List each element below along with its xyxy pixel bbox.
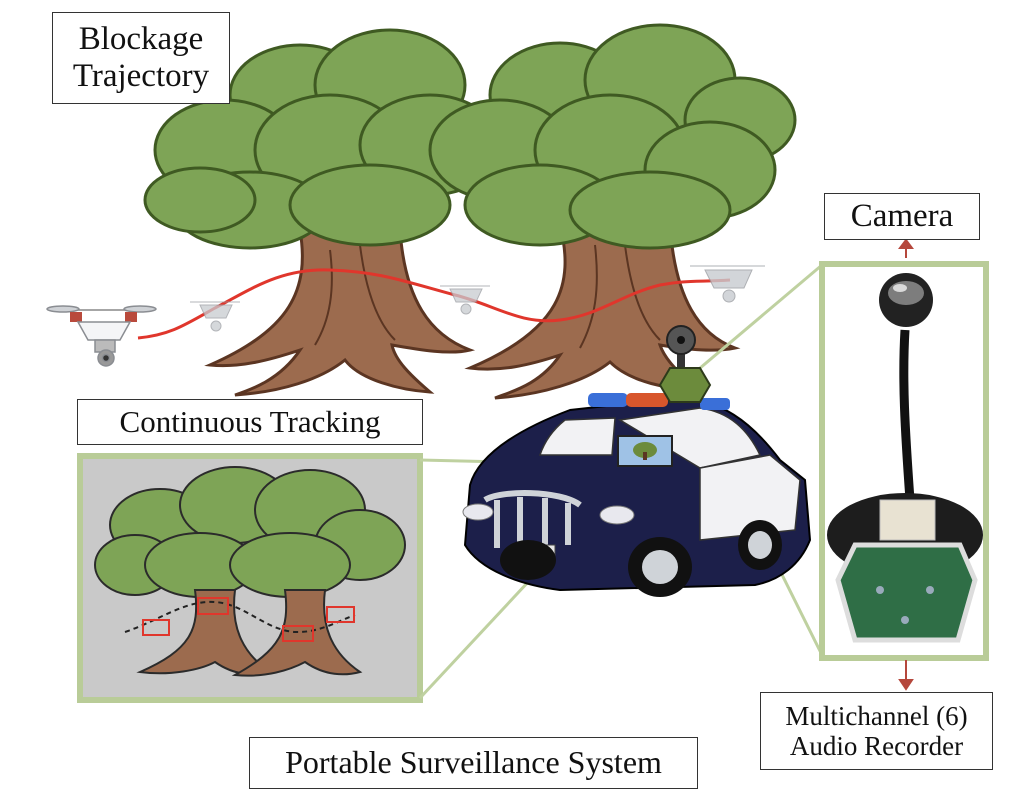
camera-text: Camera <box>850 198 954 235</box>
tracking-inset <box>77 453 423 703</box>
drone-icon <box>190 301 240 332</box>
arrow-down-icon <box>898 660 914 691</box>
portable-system-label: Portable Surveillance System <box>249 737 698 789</box>
portable-system-text: Portable Surveillance System <box>285 744 662 781</box>
continuous-tracking-label: Continuous Tracking <box>77 399 423 445</box>
recorder-label-line2: Audio Recorder <box>789 731 964 761</box>
device-panel <box>819 261 989 661</box>
blockage-trajectory-label: Blockage Trajectory <box>52 12 230 104</box>
blockage-label-line2: Trajectory <box>72 58 210 94</box>
camera-label: Camera <box>824 193 980 240</box>
arrow-up-icon <box>898 238 914 258</box>
tree-right-icon <box>428 23 797 400</box>
car-icon <box>462 393 812 597</box>
drone-icon <box>690 265 765 303</box>
drone-icon <box>46 305 157 367</box>
audio-recorder-label: Multichannel (6) Audio Recorder <box>760 692 993 770</box>
recorder-label-line1: Multichannel (6) <box>785 700 968 731</box>
drone-icon <box>440 285 490 315</box>
blockage-label-line1: Blockage <box>78 21 204 58</box>
continuous-tracking-text: Continuous Tracking <box>119 403 381 439</box>
roof-sensor-icon <box>658 325 712 403</box>
